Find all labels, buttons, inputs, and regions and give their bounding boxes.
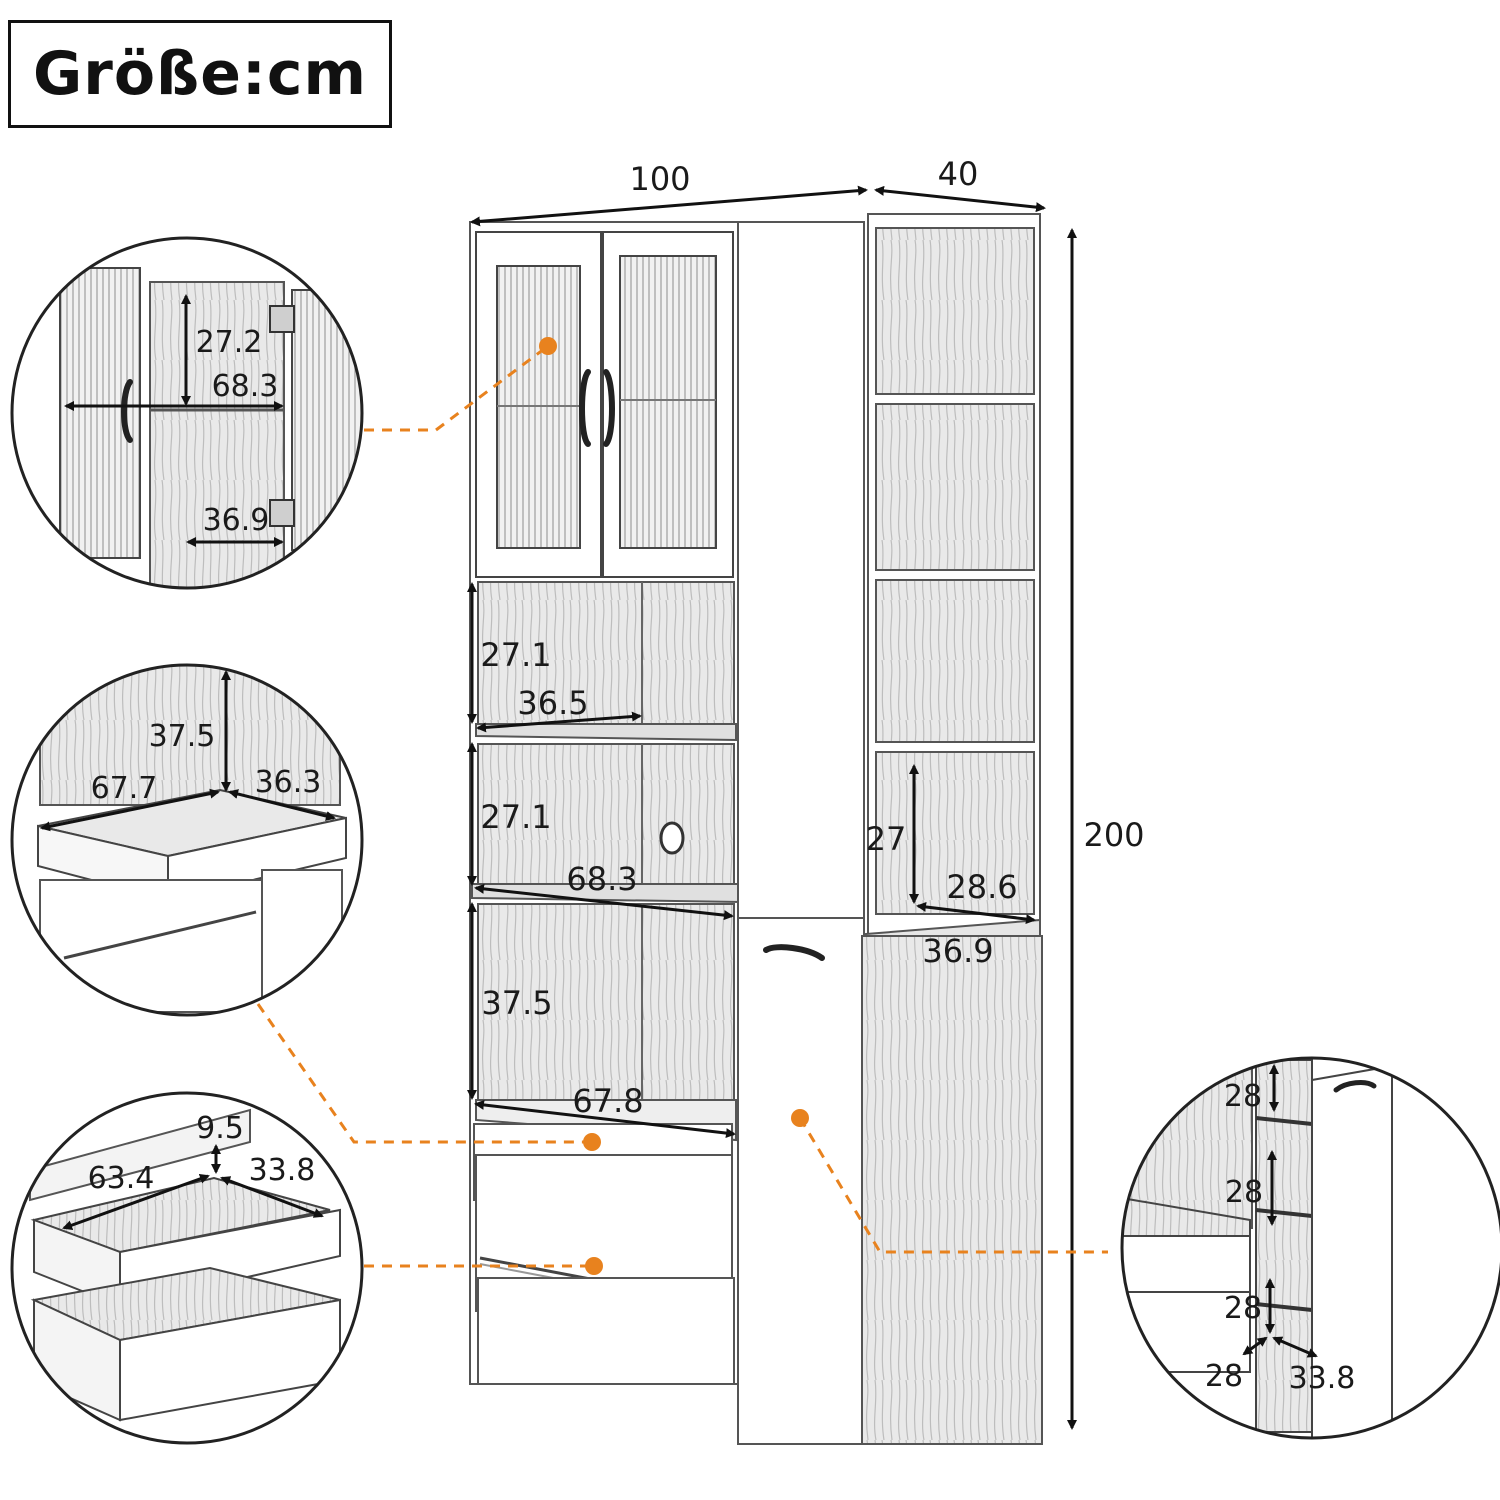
shelf1-w-arrow xyxy=(476,711,642,733)
side-shelf-1 xyxy=(875,227,1035,395)
rack-tier1-label: 28 xyxy=(1224,1079,1262,1114)
depth-label: 40 xyxy=(938,155,979,193)
door-handle xyxy=(579,369,615,447)
side-shelf-2 xyxy=(875,403,1035,571)
pullout-height-label: 37.5 xyxy=(149,719,216,754)
leader-glass xyxy=(364,344,549,432)
height-label: 200 xyxy=(1083,816,1144,854)
drawer-width-label: 63.4 xyxy=(88,1161,155,1196)
side-shelf-3 xyxy=(875,579,1035,743)
rack-tier3-label: 28 xyxy=(1224,1291,1262,1326)
pullout-handle xyxy=(763,944,825,961)
shelf2-height-label: 27.1 xyxy=(480,798,551,836)
dot-shelf xyxy=(583,1133,601,1151)
drawer-height-label: 9.5 xyxy=(196,1111,244,1146)
page-title: Größe:cm xyxy=(33,39,367,109)
shelf3-w-arrow xyxy=(474,1099,736,1139)
open-shelf-1 xyxy=(477,581,735,725)
side-height-label: 27 xyxy=(866,820,907,858)
pullout-door xyxy=(737,917,865,1445)
shelf2-w-arrow xyxy=(474,883,734,921)
glass-width-label: 68.3 xyxy=(212,369,279,404)
width-arrow xyxy=(470,185,868,227)
detail-pullout-rack: 28 28 28 28 33.8 xyxy=(1120,1056,1500,1440)
dot-pullout xyxy=(791,1109,809,1127)
side-depth-label: 36.9 xyxy=(922,932,993,970)
pullout-depth-label: 36.3 xyxy=(255,765,322,800)
shelf3-height-label: 37.5 xyxy=(481,984,552,1022)
open-shelf-3 xyxy=(477,903,735,1101)
title-box: Größe:cm xyxy=(8,20,392,128)
cabinet-illustration xyxy=(469,213,1043,1445)
overall-labels: 100 40 200 27.1 36.5 27.1 68.3 37.5 67.8… xyxy=(480,155,1144,1120)
side-width-label: 28.6 xyxy=(946,868,1017,906)
depth-arrow xyxy=(874,185,1046,213)
shelf1-width-label: 36.5 xyxy=(517,684,588,722)
pullout-width-label: 67.7 xyxy=(91,771,158,806)
rack-width-label: 28 xyxy=(1205,1359,1243,1394)
detail-drawer: 9.5 63.4 33.8 xyxy=(10,1091,364,1445)
leader-shelf xyxy=(256,1003,592,1144)
leader-pullout xyxy=(798,1117,1108,1254)
drawer-depth-label: 33.8 xyxy=(249,1153,316,1188)
detail-pullout-shelf: 37.5 67.7 36.3 xyxy=(10,663,364,1017)
side-shelf-4 xyxy=(875,751,1035,915)
leader-dots xyxy=(539,337,809,1275)
leader-lines xyxy=(256,344,1108,1268)
dot-glass xyxy=(539,337,557,355)
rack-tier2-label: 28 xyxy=(1225,1175,1263,1210)
shelf3-width-label: 67.8 xyxy=(572,1082,643,1120)
glass-height-label: 27.2 xyxy=(196,325,263,360)
cable-hole xyxy=(659,821,685,855)
overall-dimensions xyxy=(467,185,1077,1430)
shelf1-height-label: 27.1 xyxy=(480,636,551,674)
shelf2-width-label: 68.3 xyxy=(566,860,637,898)
side-w-arrow xyxy=(916,901,1036,925)
width-label: 100 xyxy=(629,160,690,198)
glass-depth-label: 36.9 xyxy=(203,503,270,538)
dot-drawer xyxy=(585,1257,603,1275)
detail-glass-cabinet: 27.2 68.3 36.9 xyxy=(10,236,364,590)
side-lower-panel xyxy=(861,935,1043,1445)
rack-depth-label: 33.8 xyxy=(1289,1361,1356,1396)
